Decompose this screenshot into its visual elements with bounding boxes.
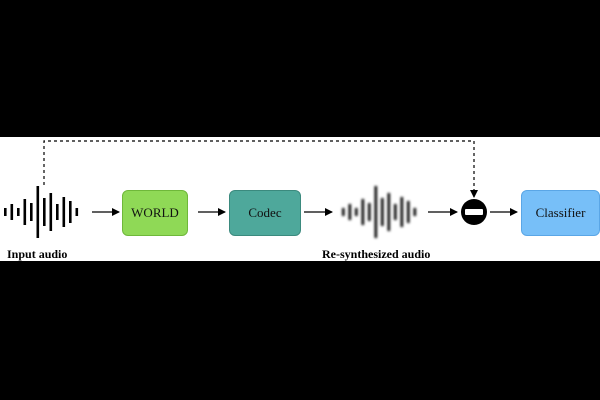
subtract-icon bbox=[461, 199, 487, 225]
waveform-bar bbox=[387, 193, 391, 231]
skip-connection-line bbox=[43, 140, 478, 198]
waveform-bar bbox=[342, 208, 345, 216]
waveform-bar bbox=[381, 198, 384, 226]
classifier-block: Classifier bbox=[521, 190, 600, 236]
diagram-canvas bbox=[4, 140, 518, 238]
waveform-bar bbox=[23, 199, 27, 225]
classifier-label: Classifier bbox=[535, 205, 586, 220]
waveform-bar bbox=[407, 201, 410, 223]
world-label: WORLD bbox=[131, 205, 179, 220]
waveform-bar bbox=[10, 204, 14, 220]
waveform-bar bbox=[30, 203, 33, 221]
waveform-bar bbox=[62, 197, 66, 227]
world-block: WORLD bbox=[122, 190, 188, 236]
waveform-bar bbox=[413, 208, 417, 216]
waveform-icon bbox=[4, 186, 79, 238]
waveform-bar bbox=[400, 197, 404, 227]
diagram-panel: WORLD Codec Classifier Input audio Re-sy… bbox=[0, 137, 600, 261]
waveform-bar bbox=[394, 204, 397, 220]
resynthesized-audio-label: Re-synthesized audio bbox=[322, 247, 431, 261]
waveform-bar bbox=[75, 208, 79, 216]
waveform-bar bbox=[4, 208, 7, 216]
waveform-bar bbox=[355, 208, 358, 216]
waveform-bar bbox=[17, 208, 20, 216]
waveform-bar bbox=[56, 204, 59, 220]
waveform-bar bbox=[36, 186, 40, 238]
codec-block: Codec bbox=[229, 190, 301, 236]
blurred-waveform-icon bbox=[342, 186, 417, 238]
waveform-bar bbox=[69, 201, 72, 223]
waveform-bar bbox=[49, 193, 53, 231]
waveform-bar bbox=[348, 204, 352, 220]
waveform-bar bbox=[374, 186, 378, 238]
waveform-bar bbox=[43, 198, 46, 226]
waveform-bar bbox=[361, 199, 365, 225]
waveform-bar bbox=[368, 203, 371, 221]
codec-label: Codec bbox=[248, 205, 282, 220]
input-audio-label: Input audio bbox=[7, 247, 68, 261]
